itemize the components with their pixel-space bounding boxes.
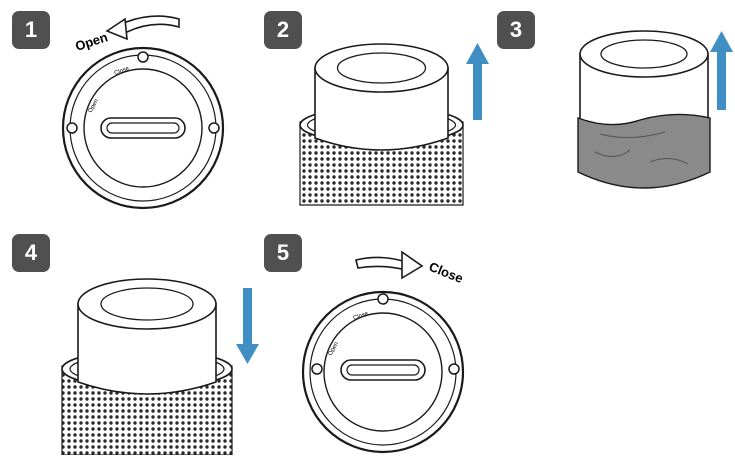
step-4-illustration	[61, 278, 259, 455]
step-badge-5: 5	[264, 234, 302, 272]
step-badge-4: 4	[12, 234, 50, 272]
step-5-illustration: Close Open Close	[301, 250, 465, 454]
step-badge-3: 3	[497, 11, 535, 49]
dial-close-label: Close	[353, 311, 370, 322]
step-badge-1: 1	[12, 11, 50, 49]
curved-arrow-right-icon	[355, 256, 407, 272]
pre-filter-wrap	[577, 113, 711, 189]
open-direction-label: Open	[73, 29, 109, 54]
close-direction-label: Close	[427, 259, 465, 286]
dial-close-label: Close	[114, 66, 131, 77]
step-badge-2: 2	[264, 11, 302, 49]
step-3-illustration	[577, 30, 733, 189]
up-arrow-icon	[466, 43, 489, 120]
curved-arrow-left-icon	[118, 15, 180, 37]
down-arrow-icon	[236, 288, 259, 364]
step-2-illustration	[299, 43, 489, 206]
up-arrow-icon	[710, 31, 733, 110]
step-1-illustration: Open Open Close	[61, 15, 225, 210]
